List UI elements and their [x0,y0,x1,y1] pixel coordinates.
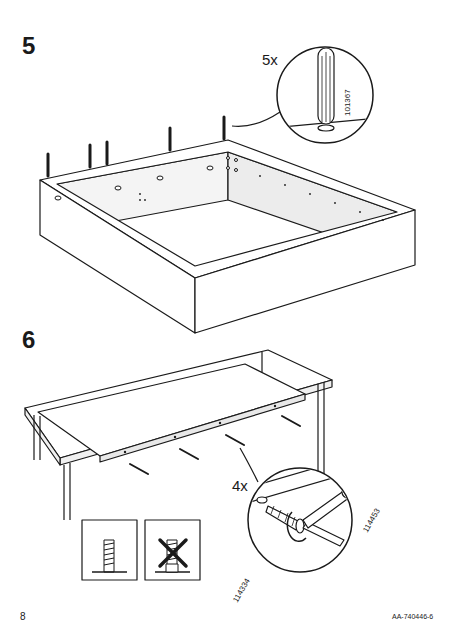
quantity: 4x [232,478,248,493]
step-number: 6 [22,328,35,352]
part-number: 114453 [362,507,382,534]
quantity: 5x [262,52,278,67]
document-code: AA-740446-6 [392,613,433,620]
part-number: 101367 [344,89,352,116]
part-number: 114334 [232,577,252,604]
page-number: 8 [20,612,26,622]
step-number: 5 [22,34,35,58]
front-board [195,210,415,333]
left-board [40,180,195,333]
